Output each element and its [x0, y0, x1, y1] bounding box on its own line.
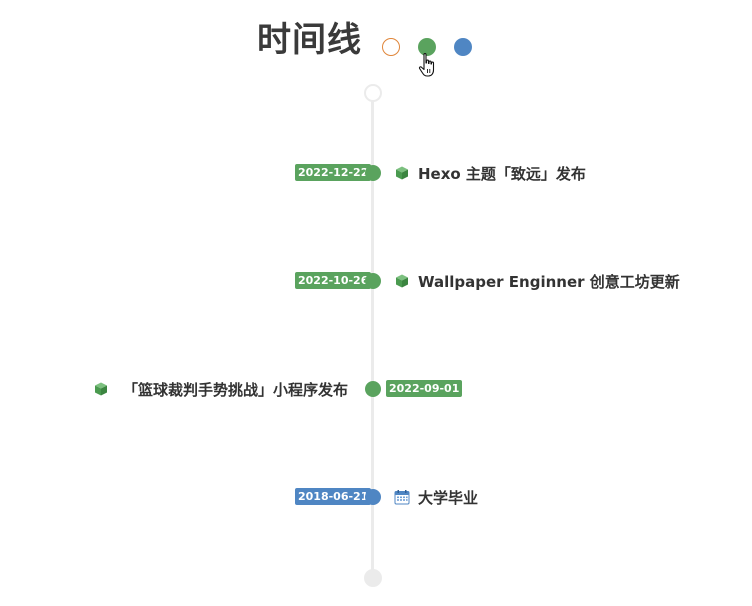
- cube-icon: [95, 382, 107, 396]
- event-dot[interactable]: [365, 381, 381, 397]
- event-dot[interactable]: [365, 165, 381, 181]
- event-item[interactable]: 大学毕业: [394, 487, 478, 507]
- event-date-badge: 2022-10-26: [295, 272, 372, 289]
- event-dot[interactable]: [365, 489, 381, 505]
- timeline-axis: [371, 94, 374, 578]
- event-item[interactable]: Hexo 主题「致远」发布: [394, 163, 586, 183]
- cube-icon: [396, 166, 408, 180]
- timeline-start-marker: [364, 84, 382, 102]
- event-date-badge: 2022-09-01: [386, 380, 463, 397]
- event-item[interactable]: 「篮球裁判手势挑战」小程序发布: [93, 379, 348, 399]
- event-title: 大学毕业: [418, 488, 479, 507]
- filter-blue-button[interactable]: [454, 38, 472, 56]
- calendar-icon: [394, 490, 410, 505]
- filter-green-button[interactable]: [418, 38, 436, 56]
- hand-pointer-icon: [418, 53, 435, 77]
- event-item[interactable]: Wallpaper Enginner 创意工坊更新: [394, 271, 680, 291]
- event-title: 「篮球裁判手势挑战」小程序发布: [123, 380, 349, 399]
- timeline-end-marker: [364, 569, 382, 587]
- page-title: 时间线: [257, 20, 362, 60]
- event-date-badge: 2018-06-21: [295, 488, 372, 505]
- event-date-badge: 2022-12-22: [295, 164, 372, 181]
- event-dot[interactable]: [365, 273, 381, 289]
- filter-all-button[interactable]: [382, 38, 400, 56]
- event-title: Hexo 主题「致远」发布: [418, 164, 586, 183]
- event-title: Wallpaper Enginner 创意工坊更新: [418, 272, 680, 291]
- cube-icon: [396, 274, 408, 288]
